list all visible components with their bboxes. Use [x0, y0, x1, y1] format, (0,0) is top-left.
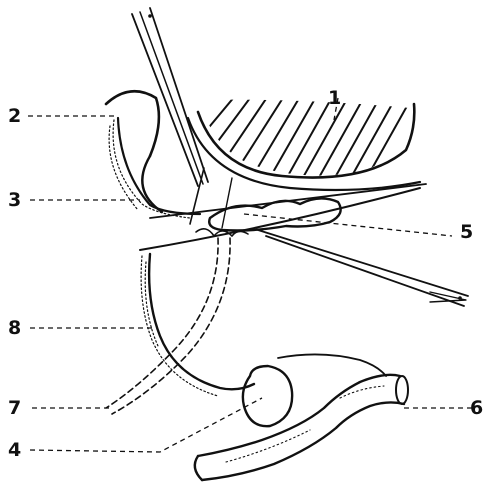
- label-1: 1: [328, 87, 341, 109]
- duct-8: [141, 254, 254, 396]
- label-4: 4: [8, 439, 21, 461]
- lower-forceps-instrument: [258, 230, 468, 306]
- duct-7-dashed: [106, 238, 230, 414]
- leader-line-4: [30, 398, 262, 452]
- label-5: 5: [460, 221, 473, 243]
- label-8: 8: [8, 317, 21, 339]
- label-6: 6: [470, 397, 483, 419]
- upper-forceps-instrument: [132, 8, 208, 186]
- organ-1-hatched-mass: [188, 90, 430, 190]
- label-3: 3: [8, 189, 21, 211]
- structure-5-lobulated-body: [196, 198, 341, 236]
- leader-line-5: [244, 214, 452, 236]
- nodule-4: [243, 366, 292, 426]
- label-7: 7: [8, 397, 21, 419]
- label-2: 2: [8, 105, 21, 127]
- vessel-6: [195, 354, 408, 480]
